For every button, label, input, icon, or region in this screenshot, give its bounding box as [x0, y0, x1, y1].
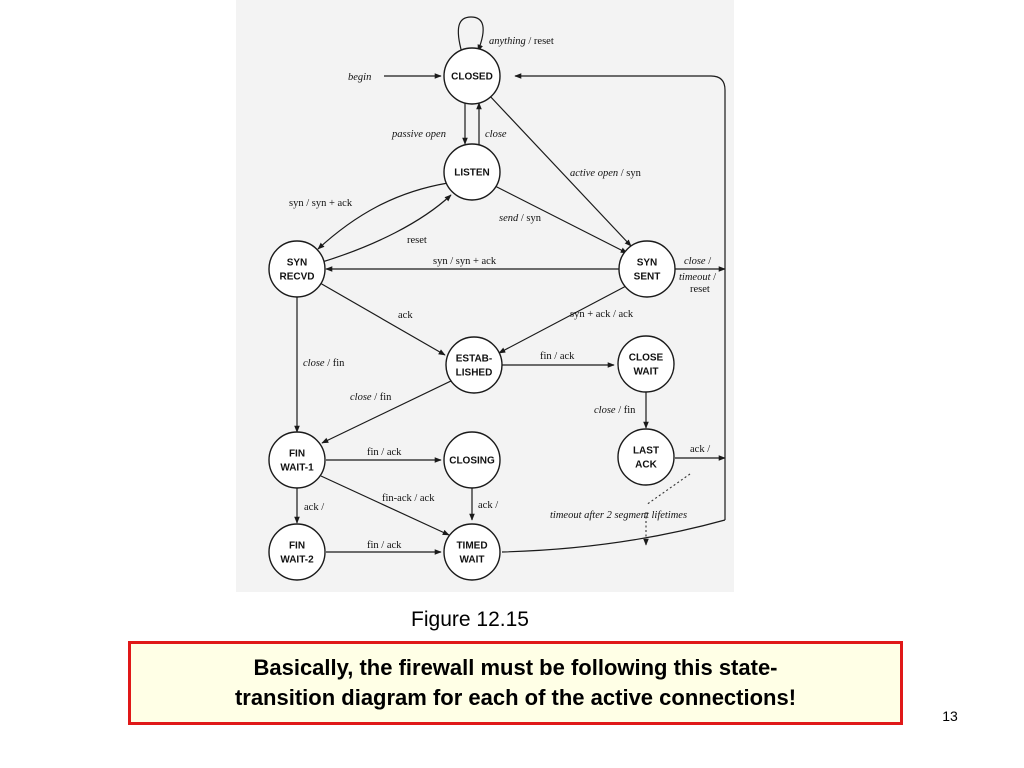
state-name-syn-sent-1: SYN	[637, 258, 658, 269]
label-ack-syn-recvd: ack	[398, 310, 413, 321]
state-name-close-wait-1: CLOSE	[629, 353, 664, 364]
state-name-timed-wait-1: TIMED	[456, 541, 487, 552]
state-name-listen-1: LISTEN	[454, 168, 490, 179]
state-name-last-ack-2: ACK	[635, 460, 657, 471]
state-name-closing-1: CLOSING	[449, 456, 495, 467]
edge-closed-syn-sent	[487, 93, 632, 247]
label-fin-ack-fin-wait-1: fin / ack	[367, 447, 402, 458]
label-ack-slash-closing: ack /	[478, 500, 498, 511]
edge-established-fin-wait-1	[321, 379, 454, 444]
state-name-closed-1: CLOSED	[451, 72, 493, 83]
figure-caption: Figure 12.15	[411, 608, 529, 631]
state-closing: CLOSING	[443, 431, 501, 489]
edge-timed-wait-right-rail	[501, 519, 726, 553]
label-active-open-syn: active open / syn	[570, 168, 642, 179]
edge-syn-recvd-established	[319, 282, 446, 356]
label-send-syn: send / syn	[499, 213, 542, 224]
label-passive-open: passive open	[391, 129, 446, 140]
label-anything-reset: anything / reset	[489, 36, 554, 47]
edge-syn-sent-established	[498, 284, 629, 354]
edge-right-rail-closed	[514, 73, 726, 520]
edge-syn-recvd-listen	[318, 194, 452, 264]
label-close: close	[485, 129, 507, 140]
state-name-fin-wait-1-2: WAIT-1	[280, 463, 314, 474]
state-closed: CLOSED	[443, 47, 501, 105]
label-begin: begin	[348, 72, 371, 83]
label-reset-timeout: reset	[690, 284, 710, 295]
state-syn-sent: SYN SENT	[618, 240, 676, 298]
state-name-established-1: ESTAB-	[456, 354, 492, 365]
state-name-syn-sent-2: SENT	[634, 272, 661, 283]
state-name-fin-wait-1-1: FIN	[289, 449, 305, 460]
label-fin-ack-established: fin / ack	[540, 351, 575, 362]
state-last-ack: LAST ACK	[617, 428, 675, 486]
edge-listen-syn-recvd	[317, 182, 449, 250]
state-name-syn-recvd-2: RECVD	[279, 272, 314, 283]
state-name-syn-recvd-1: SYN	[287, 258, 308, 269]
label-ack-slash-fin-wait-1: ack /	[304, 502, 324, 513]
label-close-fin-close-wait: close / fin	[594, 405, 636, 416]
state-name-last-ack-1: LAST	[633, 446, 659, 457]
edge-listen-syn-sent	[490, 183, 628, 254]
label-syn-syn-ack-upper: syn / syn + ack	[289, 198, 353, 209]
edge-closed-self-loop	[457, 16, 484, 54]
callout-line-1: Basically, the firewall must be followin…	[253, 655, 778, 680]
callout-text: Basically, the firewall must be followin…	[217, 653, 814, 713]
callout-box: Basically, the firewall must be followin…	[128, 641, 903, 725]
label-close-fin-established: close / fin	[350, 392, 392, 403]
label-fin-ack-ack: fin-ack / ack	[382, 493, 435, 504]
state-syn-recvd: SYN RECVD	[268, 240, 326, 298]
state-name-fin-wait-2-2: WAIT-2	[280, 555, 314, 566]
state-fin-wait-2: FIN WAIT-2	[268, 523, 326, 581]
state-name-fin-wait-2-1: FIN	[289, 541, 305, 552]
label-close-fin-left: close / fin	[303, 358, 345, 369]
state-name-close-wait-2: WAIT	[634, 367, 659, 378]
label-syn-syn-ack-middle: syn / syn + ack	[433, 256, 497, 267]
state-timed-wait: TIMED WAIT	[443, 523, 501, 581]
state-established: ESTAB- LISHED	[445, 336, 503, 394]
label-reset: reset	[407, 235, 427, 246]
label-syn-ack-ack: syn + ack / ack	[570, 309, 634, 320]
label-timeout-slash: timeout /	[679, 272, 716, 283]
page-number: 13	[942, 708, 958, 724]
label-ack-slash-last-ack: ack /	[690, 444, 710, 455]
edge-fin-wait-1-timed-wait	[320, 475, 450, 536]
state-name-established-2: LISHED	[456, 368, 493, 379]
state-fin-wait-1: FIN WAIT-1	[268, 431, 326, 489]
state-listen: LISTEN	[443, 143, 501, 201]
callout-line-2: transition diagram for each of the activ…	[234, 685, 797, 710]
label-fin-ack-fin-wait-2: fin / ack	[367, 540, 402, 551]
state-name-timed-wait-2: WAIT	[460, 555, 485, 566]
label-timeout-2-segment-lifetimes: timeout after 2 segment lifetimes	[550, 510, 687, 521]
label-close-slash: close /	[684, 256, 711, 267]
state-transition-diagram: CLOSED LISTEN SYN RECVD SYN SENT ESTAB- LIS…	[268, 16, 726, 581]
state-close-wait: CLOSE WAIT	[617, 335, 675, 393]
